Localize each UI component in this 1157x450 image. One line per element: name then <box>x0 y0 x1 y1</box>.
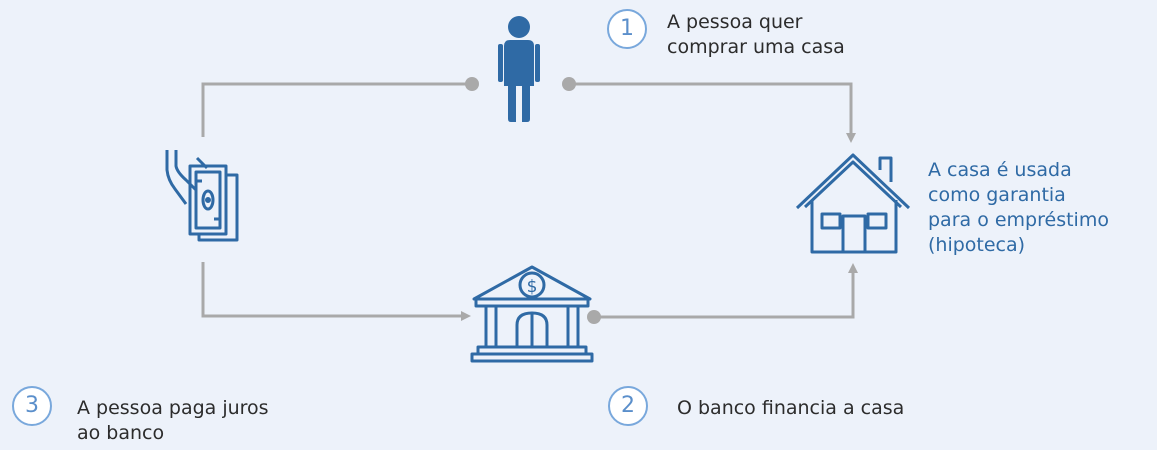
dot-person-left <box>465 77 479 91</box>
step-2-label: O banco financia a casa <box>677 397 905 419</box>
connector-person-to-house <box>569 82 856 143</box>
step-3-line2: ao banco <box>77 422 165 444</box>
connectors <box>201 82 858 321</box>
step-1-badge: 1 <box>607 9 647 49</box>
money-hand-icon <box>165 150 239 242</box>
step-3-badge: 3 <box>12 386 52 426</box>
dot-person-right <box>562 77 576 91</box>
connector-dots <box>465 77 601 324</box>
step-2-badge: 2 <box>608 386 648 426</box>
person-icon <box>498 16 540 122</box>
connector-bank-to-house <box>594 263 858 319</box>
step-3-label: A pessoa paga juros ao banco <box>77 396 269 446</box>
svg-text:$: $ <box>527 277 538 297</box>
house-label-line2: como garantia <box>928 184 1066 206</box>
house-label-line3: para o empréstimo <box>928 209 1109 231</box>
bank-icon: $ <box>470 265 594 363</box>
step-3-line1: A pessoa paga juros <box>77 397 269 419</box>
step-1-line2: comprar uma casa <box>667 36 845 58</box>
dot-bank-right <box>587 310 601 324</box>
house-label-line1: A casa é usada <box>928 159 1072 181</box>
house-icon <box>795 153 911 254</box>
house-label-line4: (hipoteca) <box>928 234 1026 256</box>
step-1-line1: A pessoa quer <box>667 11 803 33</box>
house-label: A casa é usada como garantia para o empr… <box>928 158 1109 258</box>
connector-money-to-person <box>201 82 470 137</box>
connector-money-to-bank <box>201 262 471 321</box>
step-1-label: A pessoa quer comprar uma casa <box>667 10 845 60</box>
